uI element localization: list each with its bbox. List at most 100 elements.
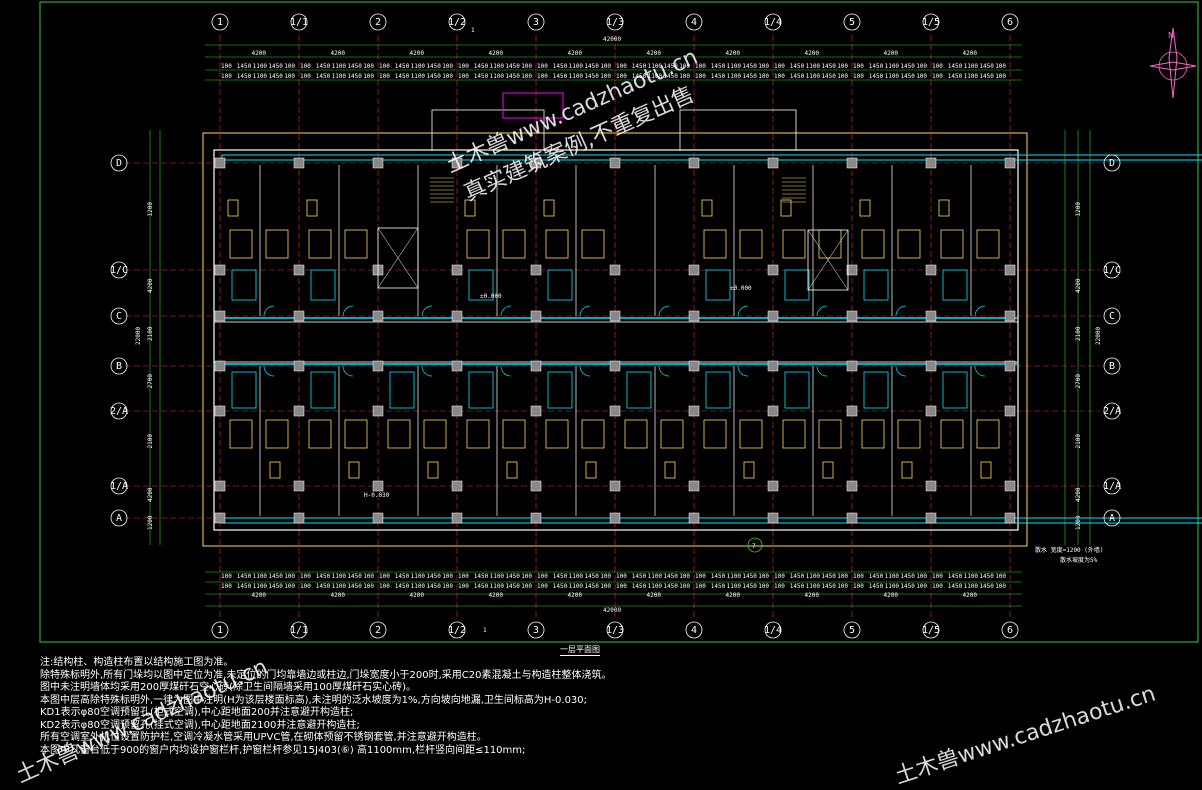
sub-dimension: 100	[774, 63, 785, 70]
sub-dimension: 100	[442, 583, 453, 590]
sub-dimension: 1450	[553, 73, 568, 80]
sub-dimension: 1450	[869, 63, 884, 70]
axis-bubble	[448, 13, 466, 31]
sub-dimension: 100	[616, 583, 627, 590]
structural-column	[372, 310, 384, 322]
sub-dimension: 1450	[979, 63, 994, 70]
structural-column	[293, 405, 305, 417]
detail-circle	[747, 537, 763, 553]
sub-dimension: 100	[916, 73, 927, 80]
axis-bubble	[922, 621, 940, 639]
sub-dimension: 1450	[790, 63, 805, 70]
sub-dimension: 100	[379, 573, 390, 580]
structural-column	[214, 480, 226, 492]
axis-bubble-label: 1/3	[606, 625, 624, 636]
bed	[229, 229, 253, 259]
bay-dimension: 4200	[805, 592, 820, 599]
sub-dimension: 1100	[885, 583, 900, 590]
sub-dimension: 1450	[632, 73, 647, 80]
axis-bubble	[110, 402, 128, 420]
structural-column	[688, 512, 700, 524]
bed	[545, 419, 569, 449]
axis-bubble-label: B	[116, 361, 122, 372]
axis-bubble-label: 5	[849, 17, 855, 28]
entrance-box	[502, 92, 564, 119]
bay-dimension: 4200	[489, 50, 504, 57]
bed	[581, 229, 605, 259]
sub-dimension: 1100	[806, 63, 821, 70]
sub-dimension: 1450	[742, 73, 757, 80]
sub-dimension: 100	[300, 63, 311, 70]
sub-dimension: 1450	[584, 63, 599, 70]
door-swing	[816, 365, 828, 377]
sub-dimension: 100	[458, 63, 469, 70]
bay-dimension: 4200	[963, 592, 978, 599]
window-band	[221, 517, 1202, 524]
north-arrow-icon: N	[1149, 27, 1197, 102]
axis-bubble	[685, 13, 703, 31]
axis-bubble	[211, 13, 229, 31]
sub-dimension: 1450	[316, 73, 331, 80]
axis-bubble	[1103, 509, 1121, 527]
north-label: N	[1168, 31, 1174, 40]
chair	[585, 461, 597, 479]
sub-dimension: 1450	[900, 73, 915, 80]
structural-column	[293, 480, 305, 492]
axis-bubble	[110, 477, 128, 495]
structural-column	[846, 480, 858, 492]
sub-dimension: 100	[932, 73, 943, 80]
bathroom	[468, 269, 494, 301]
bathroom	[231, 371, 257, 409]
structural-column	[451, 310, 463, 322]
sub-dimension: 100	[695, 63, 706, 70]
door-swing	[974, 305, 986, 317]
bay-dimension: 4200	[884, 50, 899, 57]
structural-column	[530, 512, 542, 524]
bathroom	[468, 371, 494, 409]
door-swing	[737, 365, 749, 377]
axis-bubble	[110, 261, 128, 279]
axis-bubble-label: 1/2	[448, 17, 466, 28]
sub-dimension: 100	[379, 73, 390, 80]
bathroom	[310, 371, 336, 409]
sub-dimension: 100	[916, 573, 927, 580]
bay-dimension: 4200	[963, 50, 978, 57]
sub-dimension: 100	[616, 73, 627, 80]
sub-dimension: 1450	[821, 573, 836, 580]
sheet-border	[39, 1, 1199, 643]
bay-dimension: 4200	[726, 50, 741, 57]
bed	[344, 229, 368, 259]
chair	[427, 461, 439, 479]
sub-dimension: 1450	[584, 583, 599, 590]
sub-dimension: 1100	[490, 583, 505, 590]
bed	[818, 419, 842, 449]
structural-column	[925, 264, 937, 276]
section-mark-bottom: 1	[483, 627, 487, 634]
sub-dimension: 1450	[474, 583, 489, 590]
general-notes: 注:结构柱、构造柱布置以结构施工图为准。 除特殊标明外,所有门垛均以图中定位为准…	[40, 657, 680, 757]
bed	[703, 229, 727, 259]
sub-dimension: 1450	[426, 63, 441, 70]
section-mark-top: 1	[471, 27, 475, 34]
sub-dimension: 1450	[948, 63, 963, 70]
axis-bubble-label: 3	[533, 625, 539, 636]
structural-column	[293, 157, 305, 169]
sub-dimension: 100	[758, 63, 769, 70]
structural-column	[530, 360, 542, 372]
sub-dimension: 100	[284, 583, 295, 590]
axis-bubble	[843, 621, 861, 639]
chair	[348, 461, 360, 479]
sub-dimension: 100	[221, 73, 232, 80]
sub-dimension: 1100	[885, 73, 900, 80]
door-swing	[263, 305, 275, 317]
plan-annotations: ±0.000 ±0.000 H-0.030 1 1 42000 42000 散水…	[364, 27, 1104, 634]
door-swing	[263, 365, 275, 377]
elevator-cross	[377, 227, 419, 289]
sub-dimension: 100	[521, 583, 532, 590]
chair	[980, 461, 992, 479]
sub-dimension: 1450	[869, 73, 884, 80]
sub-dimension: 100	[284, 63, 295, 70]
structural-column	[372, 480, 384, 492]
overall-depth: 22000	[135, 327, 142, 345]
structural-column	[530, 480, 542, 492]
